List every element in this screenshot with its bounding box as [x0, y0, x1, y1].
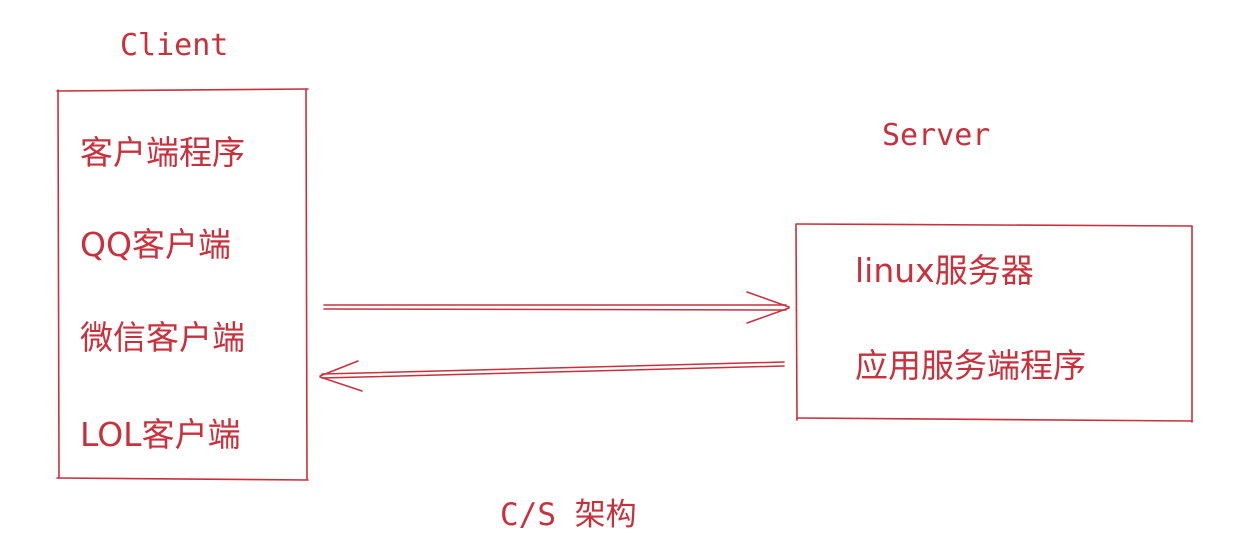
client-box	[56, 88, 309, 481]
client-item-program: 客户端程序	[80, 133, 245, 172]
server-item-app: 应用服务端程序	[855, 346, 1086, 385]
request-arrow	[323, 291, 790, 324]
client-item-lol: LOL客户端	[80, 415, 241, 454]
client-item-qq: QQ客户端	[80, 225, 231, 264]
client-title: Client	[120, 28, 229, 63]
server-box	[795, 223, 1193, 423]
response-arrow	[319, 360, 785, 392]
diagram-caption: C/S 架构	[500, 497, 637, 533]
server-title: Server	[882, 118, 991, 153]
server-item-linux: linux服务器	[855, 251, 1034, 290]
client-item-wechat: 微信客户端	[80, 318, 245, 357]
